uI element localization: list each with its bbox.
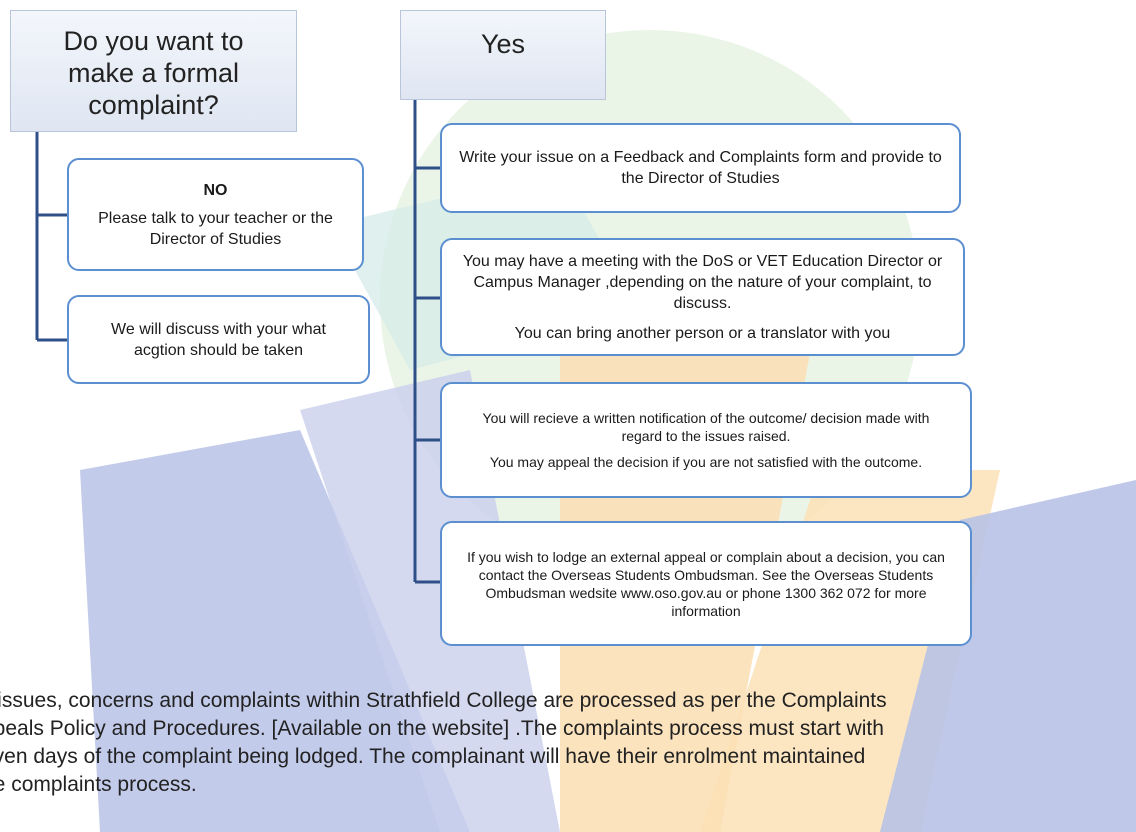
no-box: NO Please talk to your teacher or the Di… [67, 158, 364, 271]
policy-line: he complaints process. [0, 773, 197, 796]
step-external-appeal-box: If you wish to lodge an external appeal … [440, 521, 972, 646]
step-external-appeal-text: If you wish to lodge an external appeal … [467, 548, 945, 619]
step-meeting-extra: You can bring another person or a transl… [514, 324, 891, 342]
discuss-box: We will discuss with your what acgtion s… [67, 295, 370, 384]
question-header: Do you want to make a formal complaint? [10, 10, 297, 132]
question-header-text: Do you want to make a formal complaint? [63, 26, 244, 120]
step-notification-box: You will recieve a written notification … [440, 382, 972, 498]
step-meeting-box: You may have a meeting with the DoS or V… [440, 238, 965, 356]
no-text: Please talk to your teacher or the Direc… [98, 209, 333, 248]
step-notification-extra: You may appeal the decision if you are n… [489, 454, 923, 470]
policy-line: ppeals Policy and Procedures. [Available… [0, 717, 884, 740]
step-meeting-text: You may have a meeting with the DoS or V… [462, 252, 943, 312]
yes-header: Yes [400, 10, 606, 100]
step-feedback-form-box: Write your issue on a Feedback and Compl… [440, 123, 961, 213]
step-feedback-form-text: Write your issue on a Feedback and Compl… [459, 149, 942, 187]
policy-line: ll issues, concerns and complaints withi… [0, 689, 887, 712]
policy-line: even days of the complaint being lodged.… [0, 745, 866, 768]
discuss-text: We will discuss with your what acgtion s… [111, 320, 326, 359]
step-notification-text: You will recieve a written notification … [482, 410, 930, 444]
yes-header-text: Yes [480, 29, 526, 59]
no-title: NO [203, 181, 228, 199]
policy-paragraph: ll issues, concerns and complaints withi… [0, 687, 1136, 799]
